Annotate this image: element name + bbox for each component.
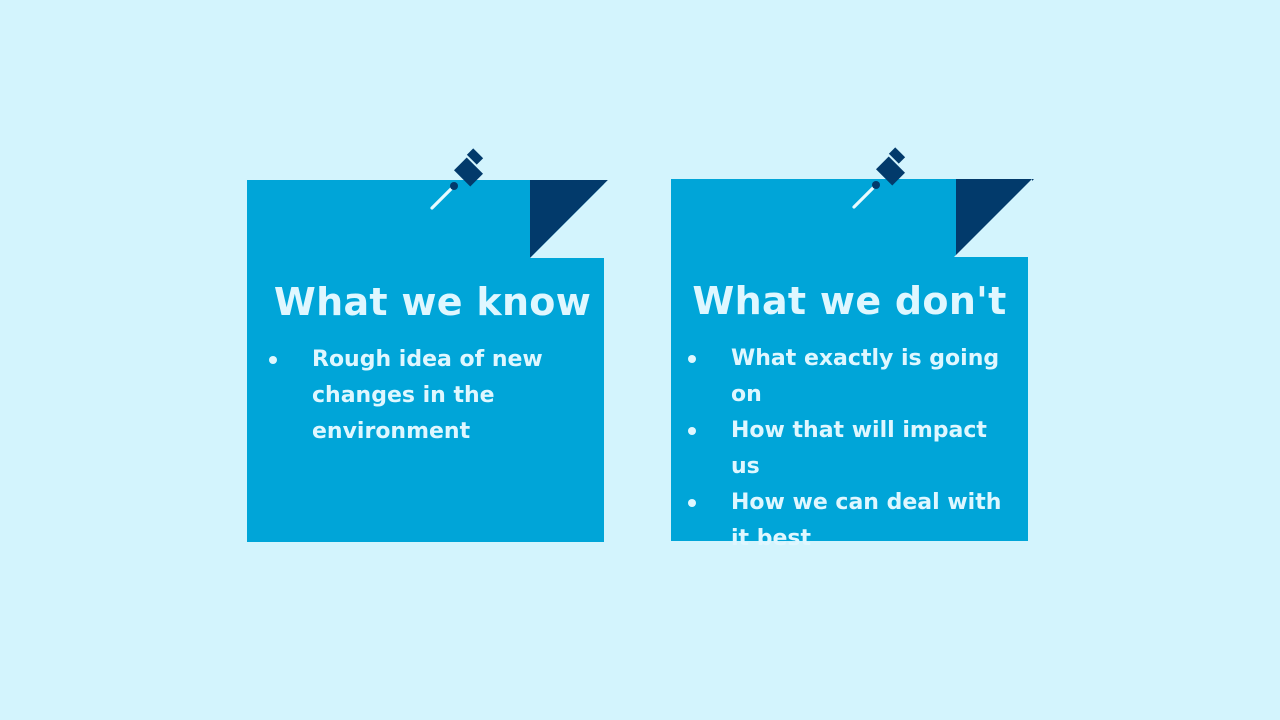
note-title: What we don't <box>692 279 1007 323</box>
note-bullets: Rough idea of new changes in the environ… <box>269 342 582 450</box>
bullet-item: How that will impact us <box>688 413 1016 485</box>
bullet-item: Rough idea of new changes in the environ… <box>269 342 582 450</box>
note-bullets: What exactly is going on How that will i… <box>688 341 1016 557</box>
sticky-note-what-we-know: What we know Rough idea of new changes i… <box>247 148 608 542</box>
corner-cutout <box>954 179 1032 257</box>
corner-cutout <box>530 180 608 258</box>
pushpin-icon <box>852 147 906 209</box>
bullet-item: How we can deal with it best <box>688 485 1016 557</box>
note-title: What we know <box>273 280 592 324</box>
sticky-note-what-we-dont: What we don't What exactly is going on H… <box>671 147 1034 551</box>
bullet-item: What exactly is going on <box>688 341 1016 413</box>
pushpin-icon <box>430 148 484 210</box>
